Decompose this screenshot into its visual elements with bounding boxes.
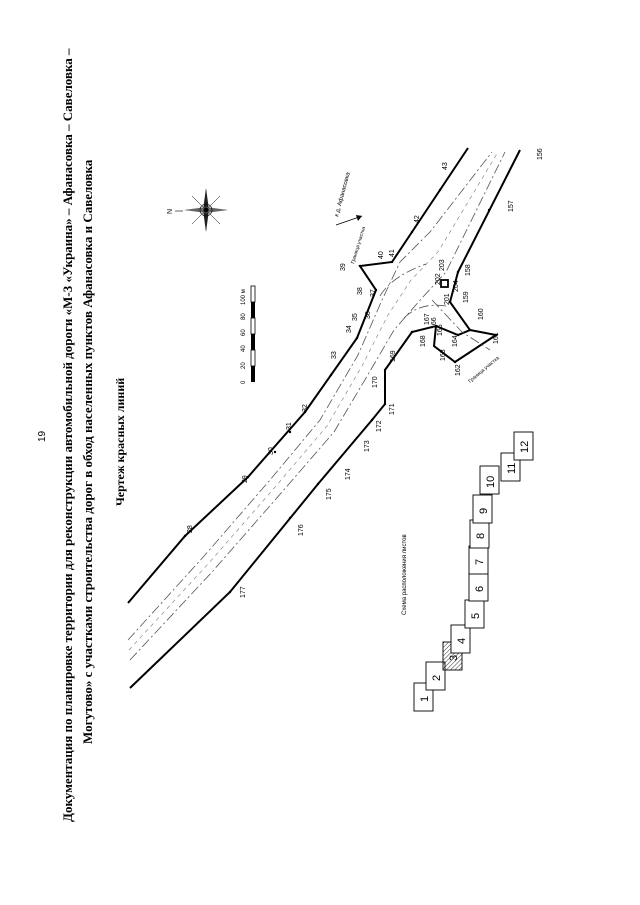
- point-label: 175: [326, 488, 333, 500]
- point-label: 158: [465, 264, 472, 276]
- scale-labels: 0 20 40 60 80 100 м: [241, 289, 247, 384]
- point-label: 202: [435, 273, 442, 285]
- scale-tick-label: 60: [241, 329, 247, 336]
- sheet-number: 10: [485, 476, 497, 488]
- point-label: 39: [340, 263, 347, 271]
- sheet-number: 1: [419, 696, 431, 702]
- scale-tick-label: 40: [241, 345, 247, 352]
- sheet-12[interactable]: 12: [513, 431, 534, 461]
- sheet-number: 12: [519, 441, 531, 453]
- point-labels: 28 29 30 31 32 33 34 35 36 37 38 39 40 4…: [187, 148, 544, 598]
- sheet-8[interactable]: 8: [469, 519, 490, 549]
- point-label: 41: [389, 249, 396, 257]
- boundary-label-south: Граница участка: [467, 355, 500, 384]
- sheet-9[interactable]: 9: [472, 494, 493, 524]
- scale-tick-label: 0: [241, 380, 247, 384]
- sheet-number: 4: [456, 638, 468, 644]
- road-direction-label: к д. Афанасовка: [334, 171, 352, 217]
- scale-bar: [250, 285, 256, 382]
- point-label: 156: [537, 148, 544, 160]
- compass-rose-icon: [184, 188, 228, 232]
- sheet-4[interactable]: 4: [450, 624, 471, 654]
- intersection-curve-west: [379, 263, 427, 297]
- point-label: 177: [240, 586, 247, 598]
- sheet-number: 7: [474, 559, 486, 565]
- scale-tick-label: 100 м: [241, 289, 247, 305]
- point-label: 36: [365, 311, 372, 319]
- sheet-scheme-title: Схема расположения листов: [402, 534, 408, 615]
- point-label: 170: [372, 376, 379, 388]
- point-label: 164: [452, 335, 459, 347]
- point-label: 28: [187, 525, 194, 533]
- road-edge-right: [129, 149, 521, 689]
- sheet-scheme: 1 2 3 4 5 6 7: [413, 431, 534, 712]
- north-label: N: [167, 209, 174, 214]
- sheet-number: 9: [478, 508, 490, 514]
- spur-road: [431, 299, 491, 351]
- point-label: 37: [370, 289, 377, 297]
- page-number: 19: [37, 430, 48, 442]
- point-label: 166: [431, 317, 438, 329]
- point-label: 165: [437, 324, 444, 336]
- point-label: 167: [424, 313, 431, 325]
- sheet-number: 2: [431, 675, 443, 681]
- sheet-2[interactable]: 2: [425, 661, 446, 691]
- sheet-number: 11: [506, 463, 518, 474]
- point-label: 203: [439, 259, 446, 271]
- sheet-10[interactable]: 10: [479, 465, 500, 495]
- point-label: 159: [463, 291, 470, 303]
- sheet-number: 5: [470, 613, 482, 619]
- boundary-label-north: Граница участка: [350, 226, 367, 265]
- scale-tick-label: 80: [241, 313, 247, 320]
- point-label: 173: [364, 440, 371, 452]
- sheet-number: 8: [475, 533, 487, 539]
- point-label: 29: [242, 475, 249, 483]
- point-label: 40: [378, 251, 385, 259]
- point-label: 33: [331, 351, 338, 359]
- point-label: 42: [414, 215, 421, 223]
- sheet-number: 6: [474, 586, 486, 592]
- point-label: 174: [345, 468, 352, 480]
- point-label: 30: [268, 447, 275, 455]
- point-label: 160: [478, 308, 485, 320]
- point-label: 169: [390, 350, 397, 362]
- point-label: 38: [357, 287, 364, 295]
- sheet-6[interactable]: 6: [468, 572, 489, 602]
- sheet-number: 3: [448, 655, 460, 661]
- road-edge-inner-left: [127, 151, 493, 641]
- road-edge-inner-right: [129, 151, 506, 661]
- point-label: 172: [376, 420, 383, 432]
- scale-tick-label: 20: [241, 362, 247, 369]
- point-label: 201: [444, 293, 451, 305]
- point-label: 32: [302, 404, 309, 412]
- point-label: 168: [420, 335, 427, 347]
- point-label: 34: [346, 325, 353, 333]
- point-label: 157: [508, 200, 515, 212]
- structure-square: [440, 279, 449, 288]
- sheet-5[interactable]: 5: [464, 599, 485, 629]
- direction-arrow-head: [356, 215, 362, 221]
- point-markers: [183, 188, 498, 594]
- point-label: 171: [389, 403, 396, 415]
- point-label: 43: [442, 162, 449, 170]
- point-label: 163: [440, 349, 447, 361]
- sheet-7[interactable]: 7: [468, 545, 489, 575]
- point-label: 35: [352, 313, 359, 321]
- point-label: 161: [493, 332, 500, 344]
- road-axis: [128, 151, 499, 651]
- road-edge-left: [127, 147, 469, 604]
- point-label: 162: [455, 364, 462, 376]
- point-label: 176: [298, 524, 305, 536]
- point-label: 204: [453, 280, 460, 292]
- point-label: 31: [286, 422, 293, 430]
- intersection-curve-east: [403, 304, 447, 319]
